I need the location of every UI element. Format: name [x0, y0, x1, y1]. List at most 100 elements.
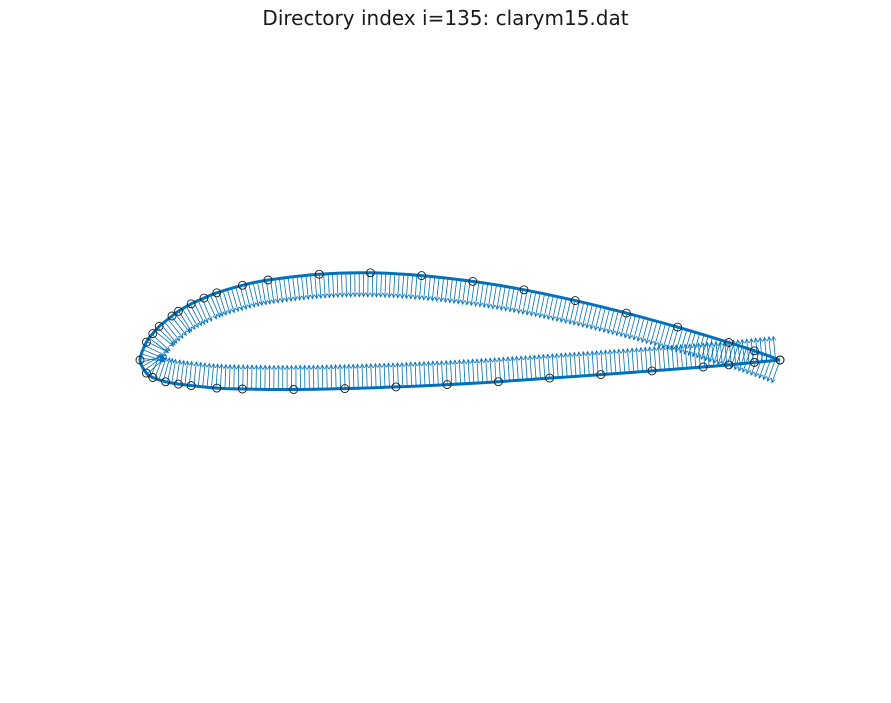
normal-arrowhead	[572, 351, 577, 357]
normal-arrowhead	[568, 319, 573, 325]
normal-arrow	[590, 305, 598, 330]
normal-arrow	[618, 349, 621, 374]
normal-arrow	[440, 277, 444, 302]
normal-arrowhead	[516, 308, 522, 315]
normal-arrow	[193, 361, 197, 386]
normal-arrow	[463, 359, 466, 384]
station-marker	[173, 306, 183, 316]
normal-arrowhead	[421, 360, 427, 366]
station-marker	[673, 322, 683, 332]
normal-arrow	[158, 356, 167, 380]
station-marker	[340, 384, 350, 394]
normal-arrow	[624, 314, 632, 338]
normal-arrowhead	[483, 357, 489, 363]
normal-arrowhead	[175, 336, 181, 342]
normal-arrow	[516, 356, 519, 381]
normal-arrow	[577, 302, 585, 326]
station-marker	[154, 321, 164, 331]
normal-arrowhead	[163, 356, 168, 362]
normal-arrowhead	[386, 362, 392, 368]
normal-arrowhead	[381, 362, 387, 368]
normal-arrow	[633, 316, 641, 340]
station-marker	[698, 362, 708, 372]
normal-arrow	[658, 346, 661, 371]
normal-arrowhead	[554, 352, 560, 358]
normal-arrowhead	[198, 361, 203, 367]
chart-title: Directory index i=135: clarym15.dat	[262, 6, 629, 30]
normal-arrowhead	[470, 358, 476, 364]
normal-arrow	[502, 357, 506, 382]
normal-arrowhead	[443, 297, 449, 303]
normal-arrow	[631, 348, 635, 373]
normal-arrow	[427, 361, 430, 386]
normal-arrowhead	[309, 294, 315, 300]
normal-arrowhead	[533, 312, 539, 318]
normal-arrow	[538, 354, 541, 379]
normal-arrowhead	[222, 310, 228, 316]
normal-arrow	[513, 288, 519, 313]
normal-arrowhead	[355, 363, 361, 369]
normal-arrowhead	[395, 293, 401, 299]
normal-arrowhead	[255, 301, 260, 307]
normal-arrowhead	[207, 316, 213, 322]
normal-arrow	[309, 274, 313, 299]
normal-arrow	[711, 342, 714, 367]
normal-arrow	[505, 287, 510, 311]
normal-arrow	[684, 344, 688, 369]
normal-arrowhead	[762, 375, 767, 381]
normal-arrowhead	[766, 336, 772, 342]
normal-arrow	[419, 361, 421, 386]
normal-arrowhead	[638, 346, 644, 352]
normal-arrowhead	[457, 359, 462, 365]
normal-arrowhead	[744, 338, 750, 344]
normal-arrowhead	[266, 299, 272, 305]
normal-arrowhead	[242, 304, 248, 310]
normal-arrow	[764, 337, 768, 362]
normal-arrow	[376, 272, 378, 297]
normal-arrowhead	[700, 354, 705, 361]
normal-arrow	[552, 296, 558, 321]
normal-arrow	[383, 363, 386, 388]
normal-arrow	[441, 360, 444, 385]
normal-arrow	[348, 364, 350, 389]
normal-arrowhead	[314, 294, 319, 300]
normal-arrowhead	[443, 359, 449, 365]
normal-arrow	[314, 274, 318, 299]
normal-arrowhead	[532, 354, 537, 360]
normal-arrow	[605, 350, 608, 375]
normal-arrowhead	[607, 349, 613, 355]
normal-arrowhead	[258, 364, 264, 370]
normal-arrowhead	[649, 340, 654, 346]
normal-arrowhead	[551, 315, 556, 321]
normal-arrowhead	[249, 364, 255, 370]
normal-arrowhead	[495, 304, 500, 311]
normal-arrowhead	[305, 294, 311, 301]
normal-arrowhead	[735, 339, 741, 345]
normal-arrowhead	[292, 296, 298, 302]
normal-arrow	[406, 274, 409, 299]
station-marker	[621, 308, 631, 318]
normal-arrowhead	[708, 357, 714, 363]
normal-arrow	[573, 301, 580, 325]
normal-arrow	[197, 300, 209, 323]
normal-arrowhead	[234, 306, 240, 313]
normal-arrowhead	[212, 314, 217, 320]
normal-arrow	[393, 273, 396, 298]
normal-arrowhead	[576, 321, 582, 327]
normal-arrowhead	[279, 297, 285, 304]
normal-arrow	[498, 357, 501, 382]
normal-arrow	[611, 310, 619, 335]
normal-arrowhead	[156, 353, 161, 360]
station-marker	[167, 311, 177, 321]
normal-arrowhead	[473, 301, 479, 307]
normal-arrow	[594, 306, 602, 331]
normal-arrow	[388, 273, 391, 298]
normal-arrow	[257, 281, 263, 306]
normal-arrow	[662, 345, 666, 370]
normal-arrow	[164, 321, 180, 341]
normal-arrow	[466, 280, 471, 305]
normal-arrowhead	[251, 302, 256, 308]
normal-arrow	[141, 353, 165, 362]
normal-arrowhead	[182, 330, 187, 336]
